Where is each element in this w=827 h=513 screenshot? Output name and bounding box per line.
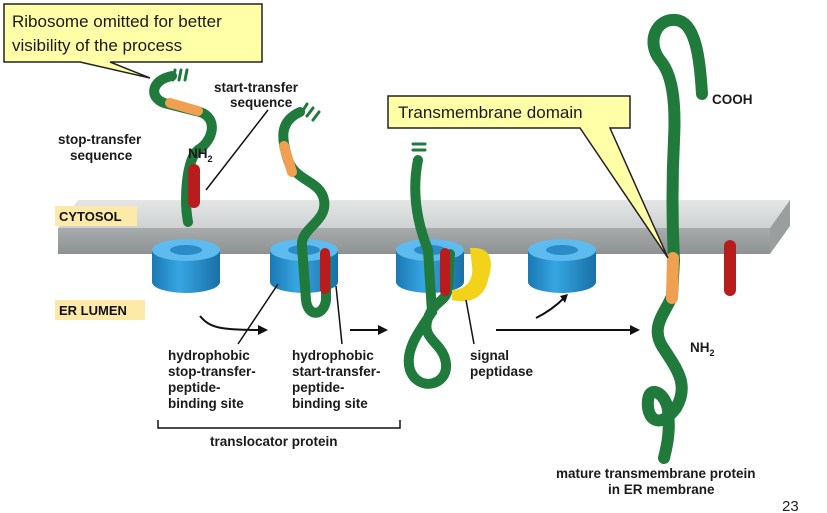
transmembrane-callout: Transmembrane domain	[387, 95, 669, 259]
translocator-bracket	[157, 420, 401, 429]
stop-transfer-label-1: stop-transfer	[58, 132, 142, 147]
hydrophobic-stop-label-2: stop-transfer-	[168, 364, 256, 379]
translocator-1	[152, 239, 220, 293]
mature-protein-label-1: mature transmembrane protein	[556, 466, 756, 481]
leader-lines	[205, 109, 475, 345]
hydrophobic-start-label-4: binding site	[292, 396, 368, 411]
protein-step-3	[403, 142, 455, 389]
translocator-4	[528, 239, 596, 293]
start-transfer-segment-3	[440, 248, 450, 296]
transmembrane-callout-text: Transmembrane domain	[398, 103, 583, 122]
start-transfer-label-1: start-transfer	[214, 80, 299, 95]
protein-step-1	[149, 68, 217, 227]
hydrophobic-stop-label-4: binding site	[168, 396, 244, 411]
hydrophobic-start-label-3: peptide-	[292, 380, 345, 395]
signal-peptidase-shape	[452, 247, 491, 302]
signal-peptidase-label-1: signal	[470, 348, 509, 363]
protein-step-2	[278, 102, 331, 318]
nh2-top-label: NH2	[188, 146, 213, 164]
hydrophobic-stop-label-1: hydrophobic	[168, 348, 250, 363]
er-lumen-label: ER LUMEN	[59, 303, 127, 318]
hydrophobic-start-label-2: start-transfer-	[292, 364, 381, 379]
start-transfer-segment-2	[320, 248, 330, 294]
mature-protein-label-2: in ER membrane	[608, 482, 715, 497]
labels: start-transfer sequence stop-transfer se…	[58, 80, 756, 497]
ribosome-callout: Ribosome omitted for better visibility o…	[3, 3, 263, 79]
signal-peptidase-label-2: peptidase	[470, 364, 534, 379]
nh2-bottom-label: NH2	[690, 340, 715, 358]
mature-protein	[641, 13, 708, 464]
start-transfer-segment-free	[724, 240, 736, 296]
ribosome-callout-line1: Ribosome omitted for better	[12, 12, 222, 31]
start-transfer-label-2: sequence	[230, 95, 293, 110]
start-transfer-segment-1	[188, 164, 200, 208]
stop-transfer-label-2: sequence	[70, 148, 133, 163]
cooh-label: COOH	[712, 92, 753, 107]
ribosome-callout-line2: visibility of the process	[12, 36, 182, 55]
cytosol-label: CYTOSOL	[59, 209, 122, 224]
hydrophobic-start-label-1: hydrophobic	[292, 348, 374, 363]
hydrophobic-stop-label-3: peptide-	[168, 380, 221, 395]
region-labels: CYTOSOL ER LUMEN	[55, 206, 145, 320]
translocator-protein-label: translocator protein	[210, 434, 338, 449]
process-arrows	[199, 297, 632, 331]
arrow-heads	[258, 294, 640, 335]
page-number: 23	[782, 498, 799, 513]
